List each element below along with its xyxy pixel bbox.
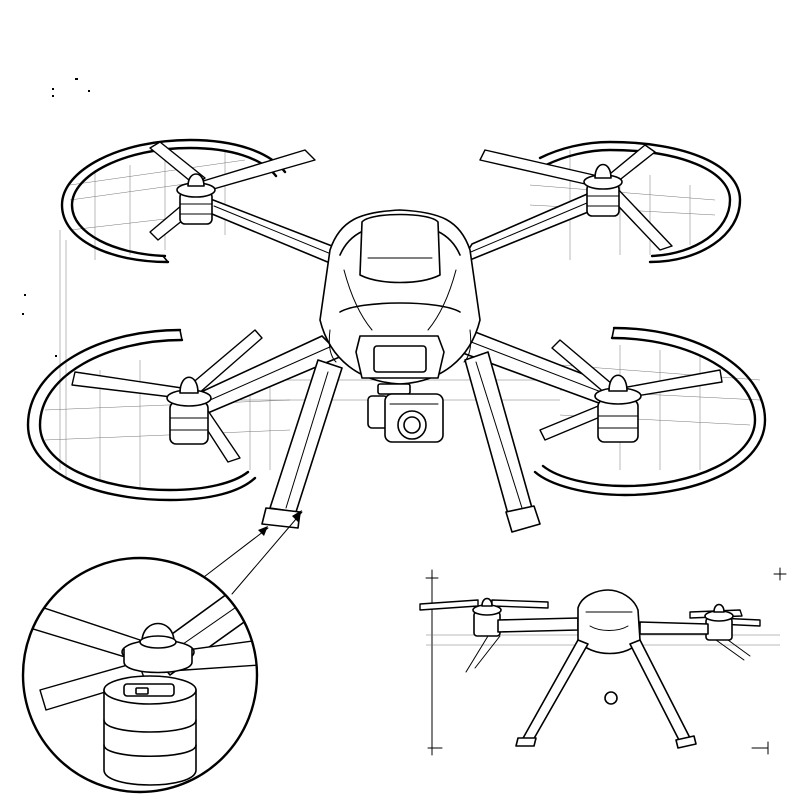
drone-body xyxy=(319,209,481,385)
propeller-blades xyxy=(71,141,723,463)
propeller-guards xyxy=(26,138,767,502)
motor-back-left xyxy=(176,173,216,225)
side-elevation-view xyxy=(419,567,787,756)
callout-leader-lines xyxy=(199,510,303,595)
landing-gear xyxy=(261,351,541,533)
motors xyxy=(166,163,642,445)
dimension-marks xyxy=(425,567,787,756)
motor-back-right xyxy=(583,163,623,217)
motor-front-left xyxy=(166,376,212,445)
motor-detail-callout xyxy=(21,556,259,794)
construction-specks xyxy=(22,78,90,357)
gimbal-camera xyxy=(367,383,444,443)
motor-front-right xyxy=(594,374,642,443)
